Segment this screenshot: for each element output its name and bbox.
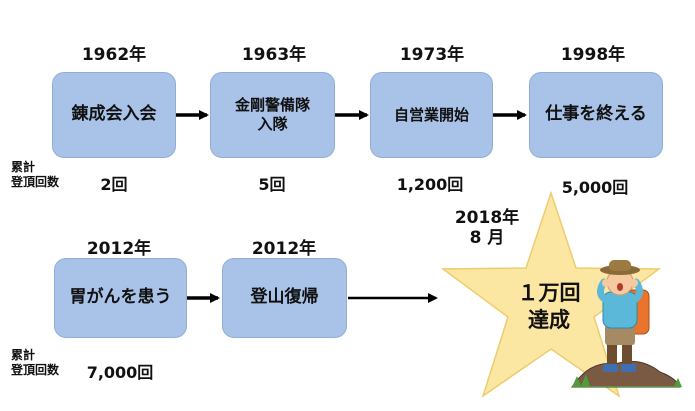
count-1998: 5,000回 [561, 178, 629, 197]
mountain-rock-icon [571, 360, 681, 388]
event-box-guard: 金剛警備隊 入隊 [210, 72, 335, 158]
count-1962: 2回 [100, 175, 128, 194]
year-2012-a: 2012年 [86, 239, 152, 259]
event-label: 金剛警備隊 入隊 [234, 96, 310, 133]
grass-icon [572, 374, 682, 387]
count-1973: 1,200回 [396, 175, 464, 194]
year-1998: 1998年 [560, 45, 626, 65]
count-2012: 7,000回 [86, 363, 154, 382]
event-box-return: 登山復帰 [222, 258, 347, 338]
year-1973: 1973年 [399, 45, 465, 65]
goal-text: １万回 達成 [517, 281, 581, 333]
event-label: 胃がんを患う [69, 287, 172, 308]
event-label: 登山復帰 [250, 287, 319, 308]
event-box-join: 錬成会入会 [52, 72, 176, 158]
boot-icon [621, 364, 636, 372]
event-box-business: 自営業開始 [370, 72, 493, 158]
year-2012-b: 2012年 [251, 239, 317, 259]
goal-date: 2018年 8 月 [454, 208, 520, 249]
event-label: 仕事を終える [545, 104, 647, 125]
year-1962: 1962年 [81, 45, 147, 65]
event-label: 自営業開始 [393, 105, 469, 124]
cumulative-label: 累計 登頂回数 [11, 160, 60, 189]
cumulative-label: 累計 登頂回数 [11, 348, 60, 377]
event-box-cancer: 胃がんを患う [54, 258, 187, 338]
event-box-retire: 仕事を終える [529, 72, 663, 158]
year-1963: 1963年 [241, 45, 307, 65]
count-1963: 5回 [258, 175, 286, 194]
event-label: 錬成会入会 [71, 104, 157, 125]
boot-icon [603, 364, 618, 372]
